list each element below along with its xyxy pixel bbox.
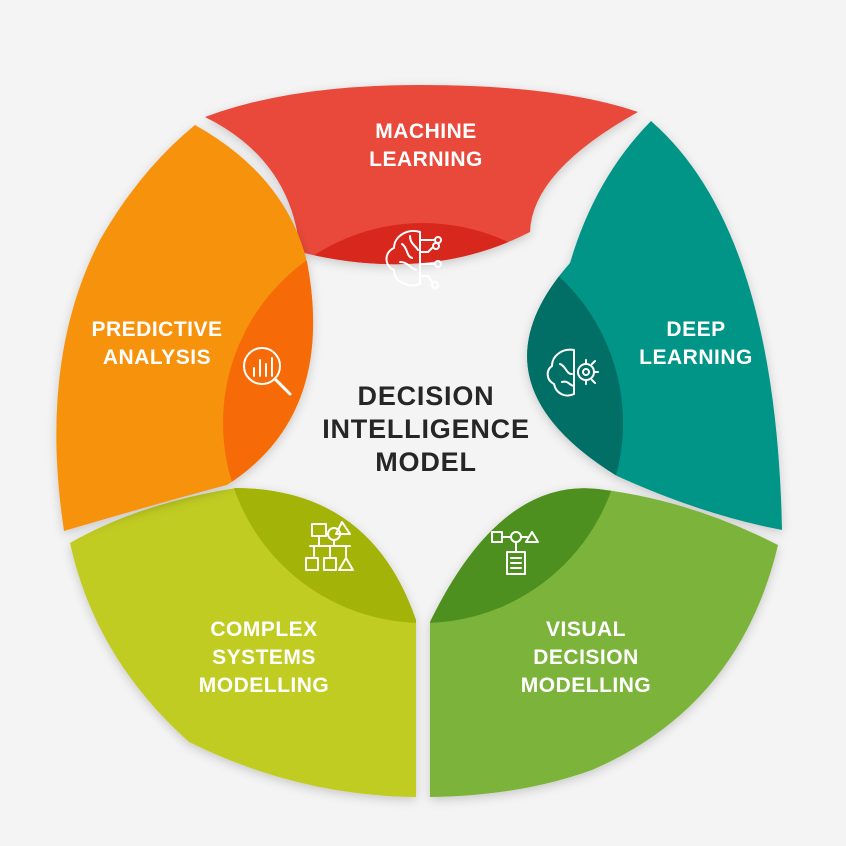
segment-complex-systems-modelling[interactable]: COMPLEX SYSTEMS MODELLING — [70, 223, 623, 797]
visual-decision-modelling-shape — [430, 488, 778, 797]
brain-circuit-icon — [385, 230, 442, 289]
predictive-analysis-label-line2: ANALYSIS — [103, 346, 211, 369]
center-title-line2: INTELLIGENCE — [322, 414, 530, 444]
predictive-analysis-label-line1: PREDICTIVE — [91, 318, 222, 341]
machine-learning-label-line2: LEARNING — [369, 148, 483, 171]
complex-systems-modelling-label-line1: COMPLEX — [210, 618, 317, 641]
segment-visual-decision-modelling[interactable]: VISUAL DECISION MODELLING — [223, 223, 778, 797]
center-title: DECISION INTELLIGENCE MODEL — [322, 381, 530, 477]
flowchart-document-icon — [491, 531, 539, 575]
visual-decision-modelling-inner-ring — [430, 488, 623, 623]
segment-deep-learning[interactable]: DEEP LEARNING — [223, 121, 782, 623]
complex-systems-modelling-shape — [70, 488, 416, 797]
complex-systems-modelling-label-line2: SYSTEMS — [212, 646, 316, 669]
segment-machine-learning[interactable]: MACHINE LEARNING — [205, 85, 638, 623]
magnifier-chart-icon — [243, 347, 292, 396]
machine-learning-label-line1: MACHINE — [375, 120, 477, 143]
deep-learning-label-line1: DEEP — [666, 318, 725, 341]
visual-decision-modelling-label-line3: MODELLING — [521, 674, 652, 697]
visual-decision-modelling-label-line2: DECISION — [533, 646, 639, 669]
segment-predictive-analysis[interactable]: PREDICTIVE ANALYSIS — [56, 125, 623, 623]
machine-learning-shape — [205, 85, 638, 265]
shapes-network-icon — [305, 521, 354, 571]
center-title-line1: DECISION — [358, 381, 495, 411]
center-title-line3: MODEL — [375, 447, 477, 477]
visual-decision-modelling-label-line1: VISUAL — [546, 618, 626, 641]
deep-learning-label-line2: LEARNING — [639, 346, 753, 369]
brain-gear-icon — [546, 348, 599, 397]
complex-systems-modelling-label-line3: MODELLING — [199, 674, 330, 697]
